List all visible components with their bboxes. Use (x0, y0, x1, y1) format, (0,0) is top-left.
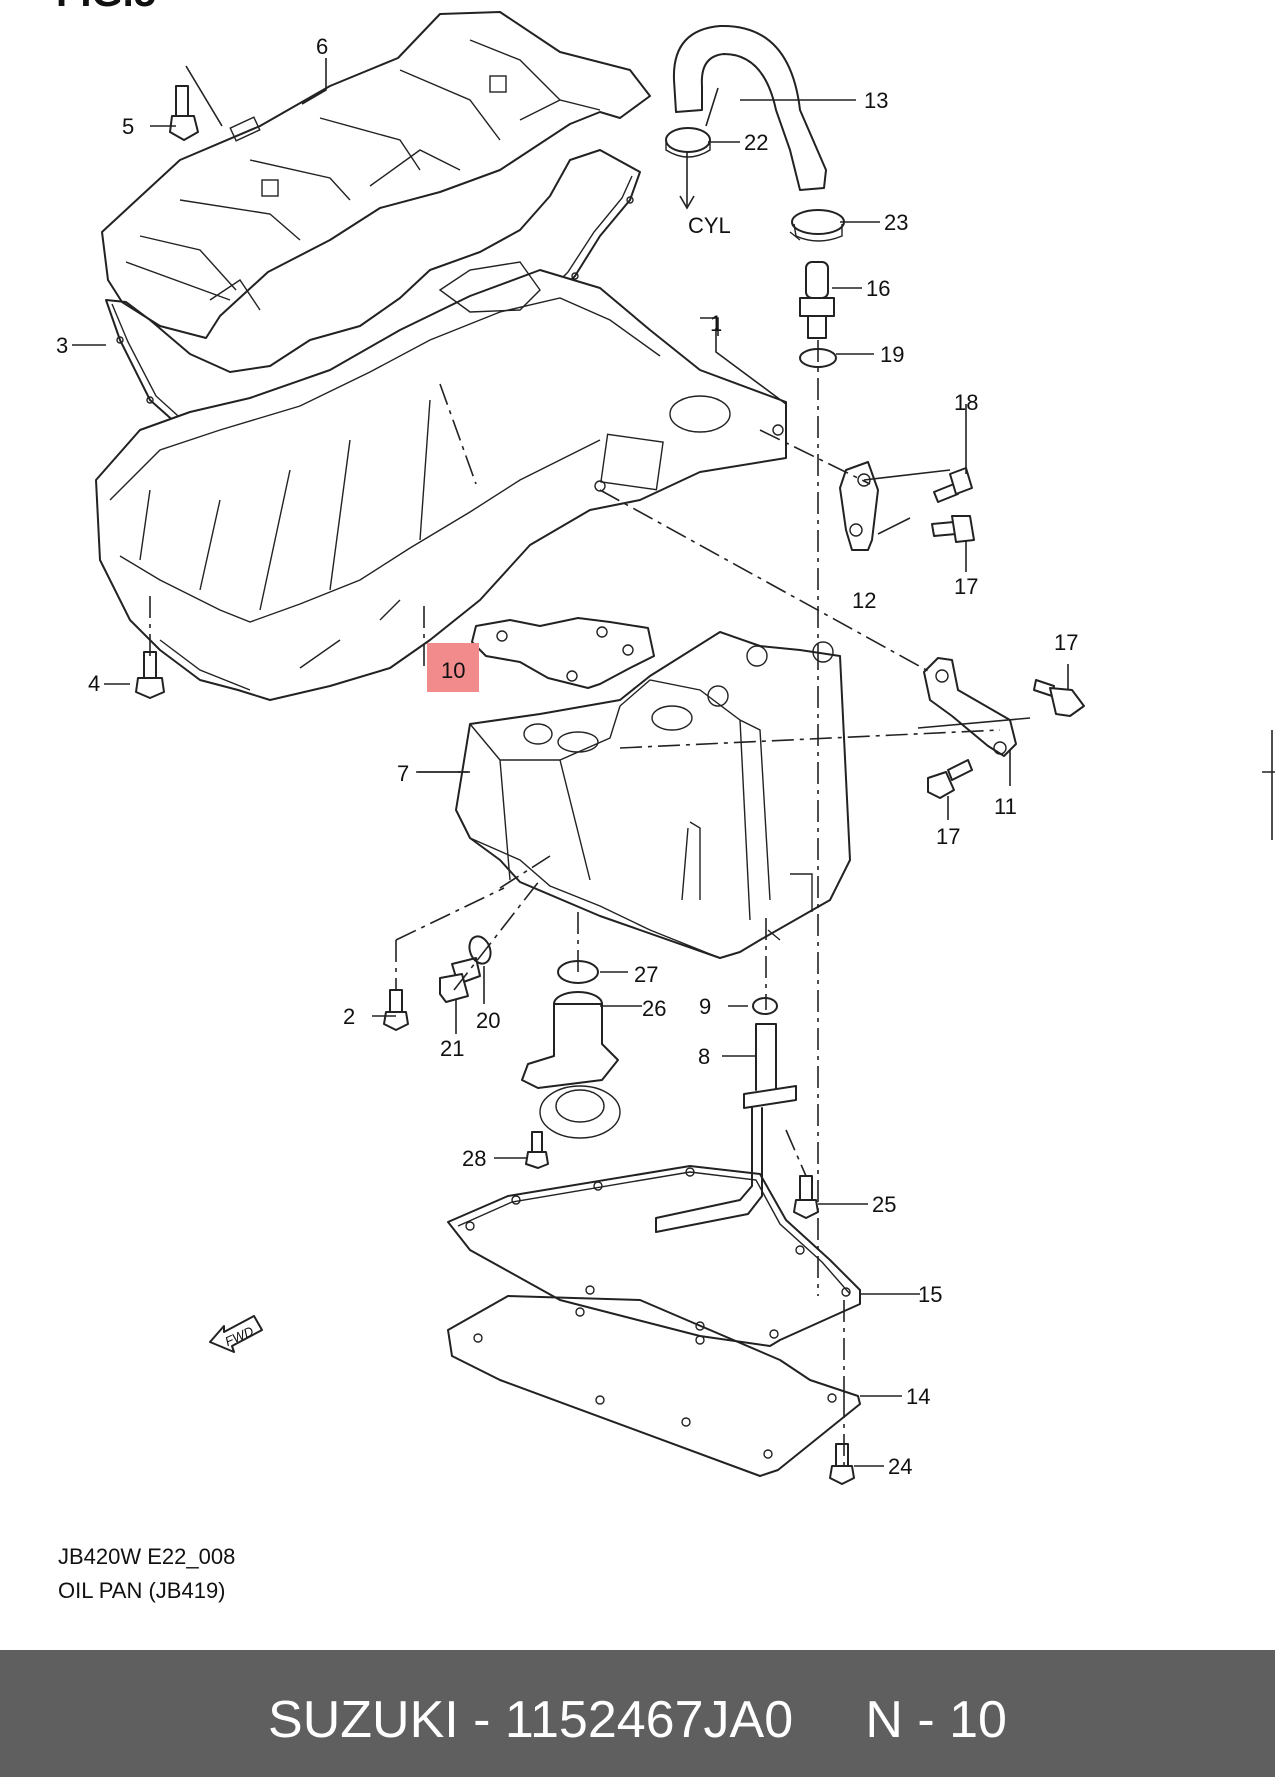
callout-15: 15 (918, 1282, 942, 1307)
callout-19: 19 (880, 342, 904, 367)
callout-5: 5 (122, 114, 134, 139)
callout-25: 25 (872, 1192, 896, 1217)
bolt-18-part (933, 467, 973, 503)
parts-diagram: FIG.5 (56, 0, 1275, 1485)
callout-8: 8 (698, 1044, 710, 1069)
callout-27: 27 (634, 962, 658, 987)
bolt-28-part (525, 1131, 549, 1169)
svg-text:FWD: FWD (223, 1323, 256, 1349)
highlight-callout-10[interactable] (427, 643, 479, 692)
callout-17c: 17 (936, 824, 960, 849)
callout-12: 12 (852, 588, 876, 613)
leader-lines (72, 58, 1069, 1467)
callout-9: 9 (699, 994, 711, 1019)
callout-17b: 17 (1054, 630, 1078, 655)
hose-clamp-22-part (665, 127, 711, 158)
callout-13: 13 (864, 88, 888, 113)
fwd-arrow-icon: FWD (209, 1315, 263, 1353)
hose-union-16-part (799, 261, 835, 339)
bolt-2-part (383, 989, 409, 1031)
figure-label: FIG.5 (56, 0, 156, 15)
gasket-10-part (471, 617, 655, 689)
callout-17a: 17 (954, 574, 978, 599)
callout-6: 6 (316, 34, 328, 59)
callout-4: 4 (88, 671, 100, 696)
callout-22: 22 (744, 130, 768, 155)
callout-18: 18 (954, 390, 978, 415)
callout-20: 20 (476, 1008, 500, 1033)
strainer-26-part (521, 991, 621, 1139)
bolt-17a-part (931, 515, 975, 543)
drain-plug-21-part (439, 957, 481, 1003)
baffle-plate-part (101, 11, 651, 339)
diagram-title: OIL PAN (JB419) (58, 1578, 226, 1603)
dipstick-guide-8-part (655, 1023, 797, 1233)
bolt-17b-part (1033, 679, 1085, 717)
callout-1: 1 (710, 311, 722, 336)
callout-16: 16 (866, 276, 890, 301)
part-number-label: SUZUKI - 1152467JA0 N - 10 (268, 1691, 1007, 1749)
oil-pan-lower-part (455, 631, 851, 959)
callout-23: 23 (884, 210, 908, 235)
hose-clamp-23-part (789, 209, 845, 242)
cyl-label: CYL (688, 213, 731, 238)
diagram-code: JB420W E22_008 (58, 1544, 236, 1569)
bolt-25-part (793, 1175, 819, 1219)
bracket-12-part (839, 461, 879, 551)
cyl-arrow-icon (679, 152, 695, 210)
callout-2: 2 (343, 1004, 355, 1029)
callout-26: 26 (642, 996, 666, 1021)
gasket-20-part (468, 935, 492, 965)
oil-pan-upper-part (95, 261, 787, 701)
lower-gasket-15-part (447, 1165, 861, 1347)
breather-hose-part (672, 24, 827, 191)
callout-3: 3 (56, 333, 68, 358)
cover-plate-14-part (447, 1295, 861, 1477)
callout-11: 11 (994, 794, 1017, 819)
edge-mark (1262, 730, 1275, 840)
footer-bar: SUZUKI - 1152467JA0 N - 10 (0, 1650, 1275, 1777)
callouts: 1 2 3 4 5 6 7 8 9 10 11 12 13 14 15 16 1… (56, 34, 1078, 1479)
callout-28: 28 (462, 1146, 486, 1171)
callout-24: 24 (888, 1454, 912, 1479)
callout-7: 7 (397, 761, 409, 786)
washer-9-part (752, 997, 778, 1015)
bolt-17c-part (927, 759, 973, 799)
bracket-11-part (923, 657, 1017, 757)
callout-21: 21 (440, 1036, 464, 1061)
bolt-24-part (829, 1443, 855, 1485)
bolt-5-part (169, 85, 199, 141)
callout-14: 14 (906, 1384, 930, 1409)
bolt-4-part (135, 651, 165, 699)
alignment-lines (149, 340, 1001, 1466)
callout-10: 10 (441, 658, 465, 683)
